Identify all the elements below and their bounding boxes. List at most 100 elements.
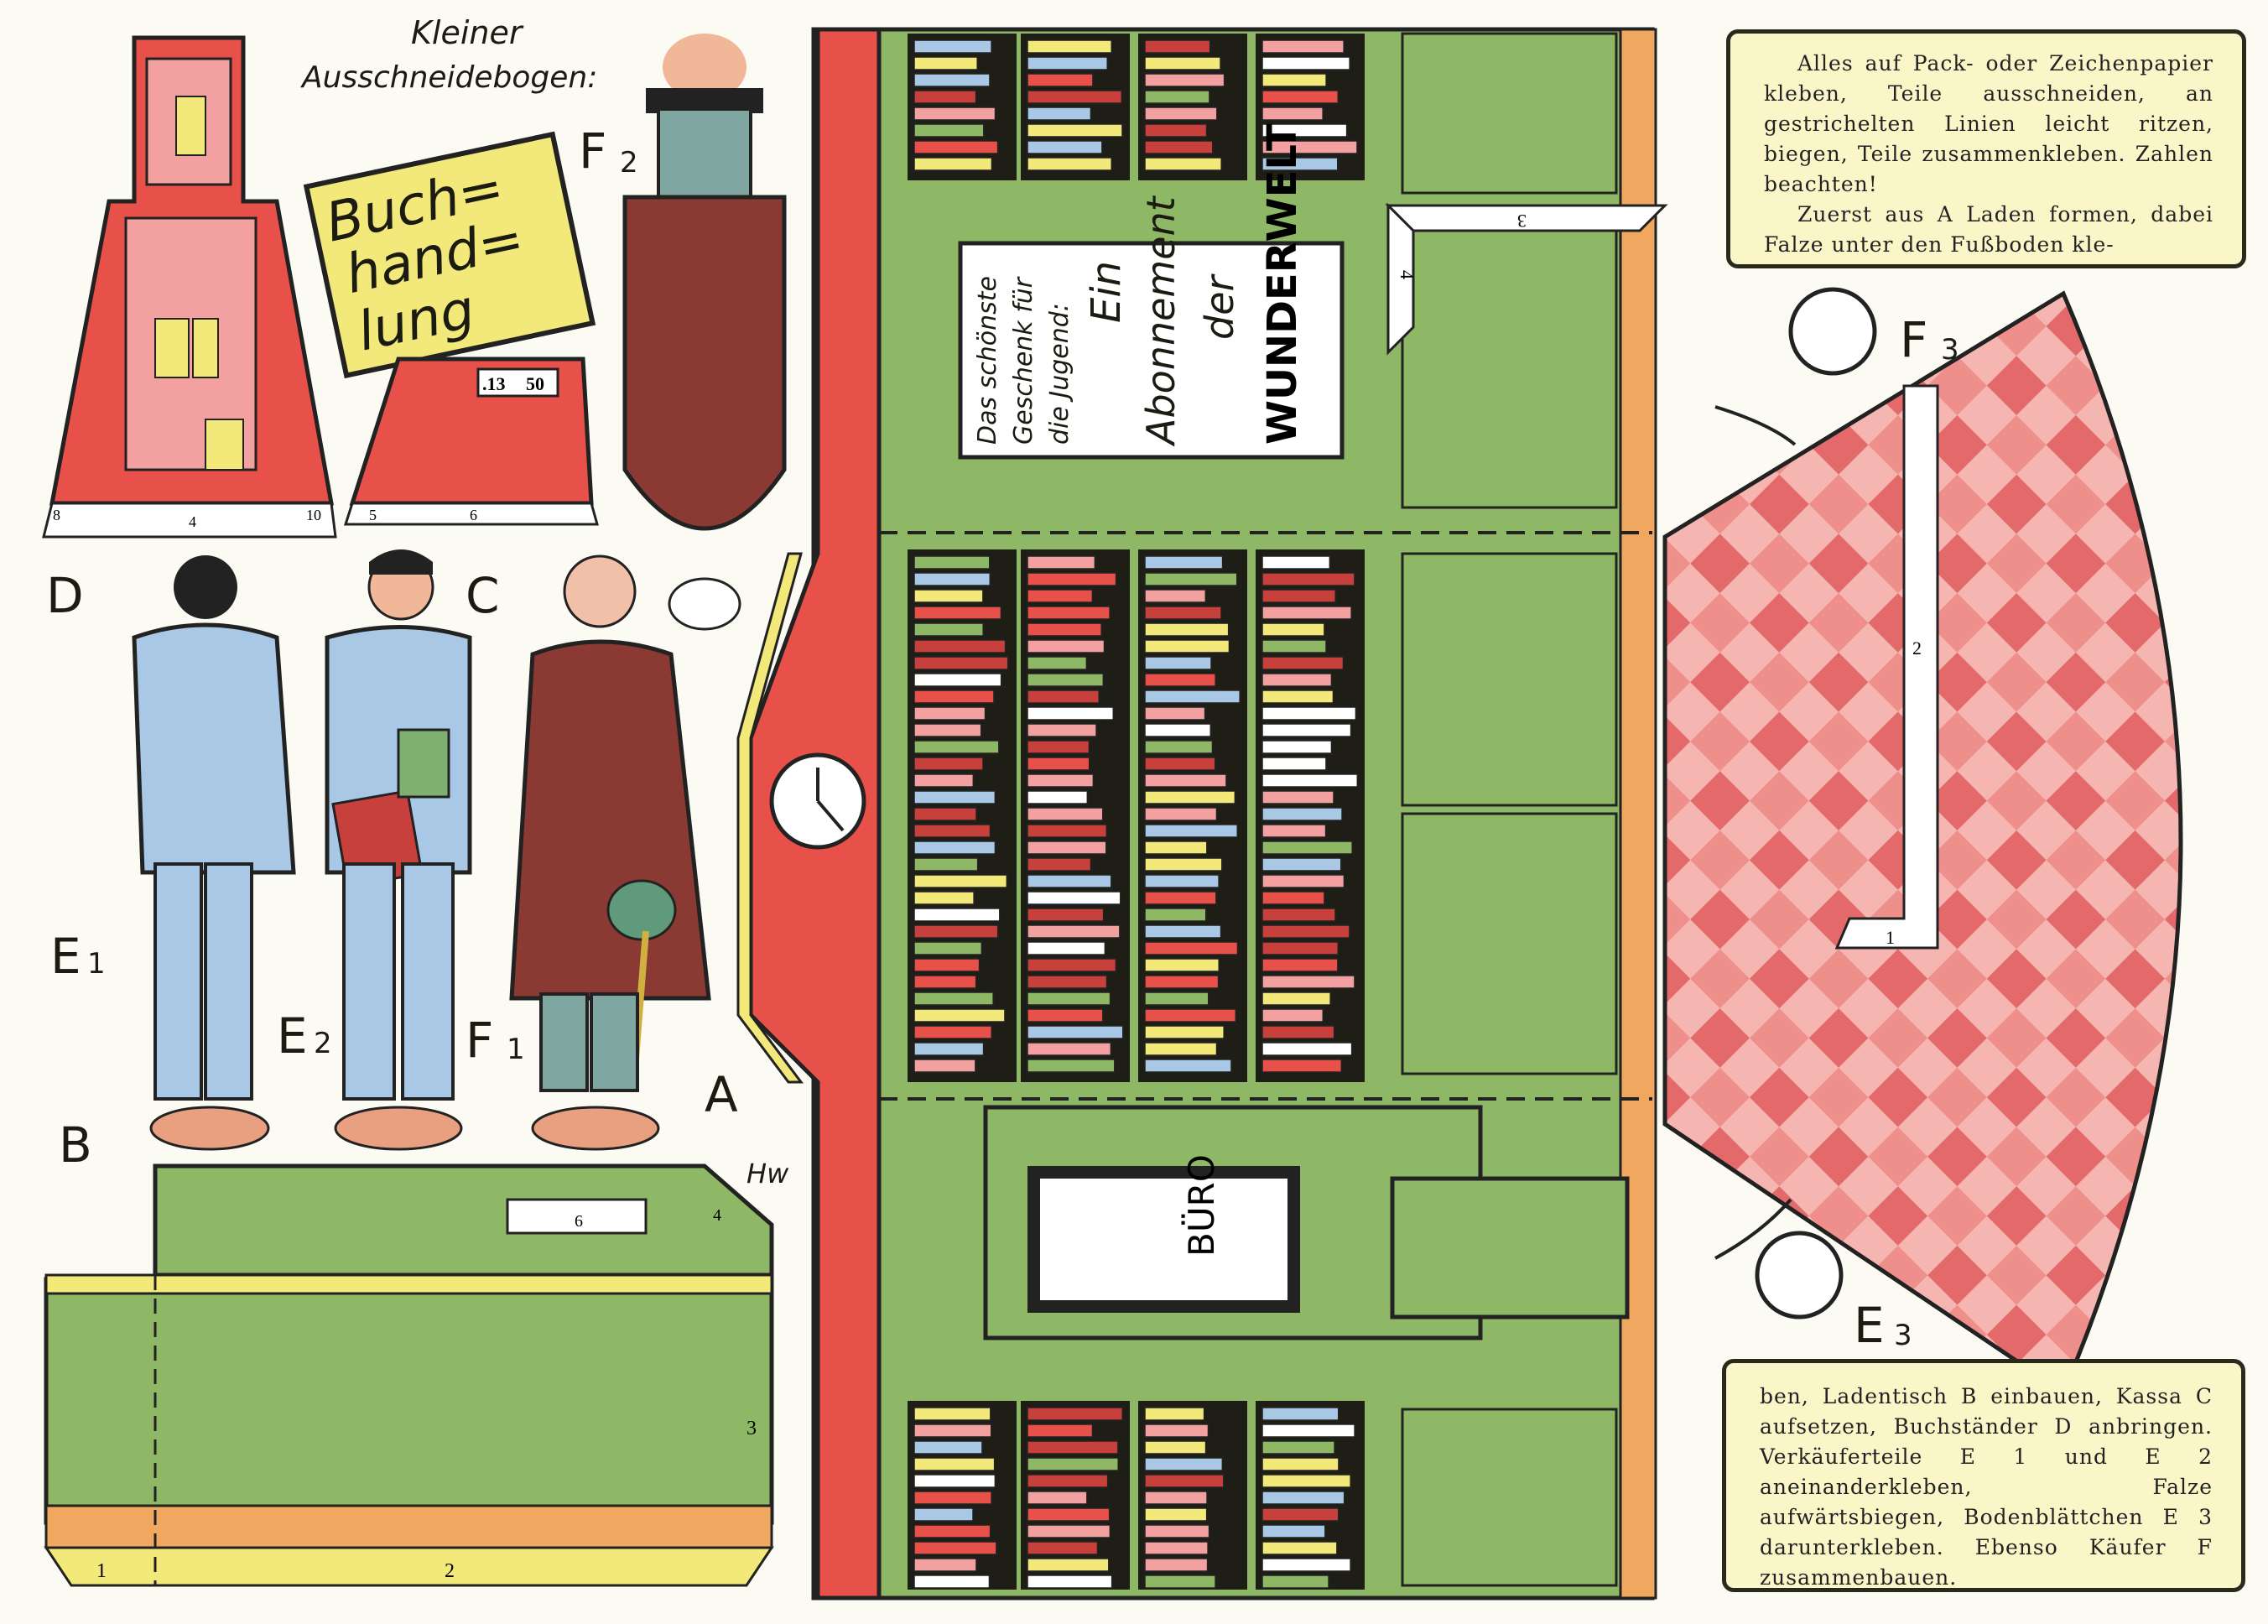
book xyxy=(913,572,991,586)
book xyxy=(913,73,991,87)
part-e3-base xyxy=(1755,1231,1844,1320)
book xyxy=(1261,807,1343,821)
book xyxy=(913,656,1009,670)
book xyxy=(1144,1059,1232,1073)
book xyxy=(1261,589,1336,603)
book xyxy=(1261,824,1327,838)
label-f1-sub: 1 xyxy=(507,1033,525,1066)
book xyxy=(1144,1541,1209,1555)
book xyxy=(1261,1575,1329,1589)
book xyxy=(1027,1059,1116,1073)
book xyxy=(1144,992,1209,1006)
book xyxy=(913,1059,976,1073)
book xyxy=(1261,107,1324,121)
book xyxy=(1261,908,1336,922)
book xyxy=(1261,140,1358,154)
book xyxy=(913,841,996,855)
book xyxy=(913,1474,996,1488)
fold-number: 4 xyxy=(189,513,196,530)
book xyxy=(1144,1507,1208,1522)
book xyxy=(1144,891,1217,905)
shop-sign: Buch= hand= lung xyxy=(303,131,596,379)
book xyxy=(913,123,985,138)
label-f3: F xyxy=(1900,311,1927,368)
book xyxy=(1261,1042,1353,1056)
book xyxy=(1144,1491,1208,1505)
register-price: .13 xyxy=(482,373,506,394)
book xyxy=(1027,1575,1113,1589)
book xyxy=(1027,891,1121,905)
book xyxy=(1261,1507,1339,1522)
book xyxy=(1027,1407,1123,1421)
wunderwelt-poster: Das schönste Geschenk für die Jugend: Ei… xyxy=(958,123,1345,460)
fold-number: 1 xyxy=(96,1560,107,1582)
book xyxy=(1144,140,1214,154)
book xyxy=(1144,958,1220,972)
label-e3: E xyxy=(1854,1297,1885,1354)
book xyxy=(1027,73,1094,87)
instructions-paragraph: Zuerst aus A Laden formen, dabei Falze u… xyxy=(1764,202,2213,257)
book xyxy=(913,924,999,939)
fold-number: 1 xyxy=(1886,927,1895,948)
book xyxy=(913,1042,985,1056)
book xyxy=(1144,807,1218,821)
book xyxy=(913,1440,983,1455)
book xyxy=(913,1008,1006,1023)
fold-number: 4 xyxy=(1397,270,1418,279)
part-a-shop: 3 4 Das schönste Geschenk für die Jugend… xyxy=(736,27,1668,1601)
book xyxy=(913,39,992,54)
part-c-cash-register: .13 50 5 6 xyxy=(343,357,599,526)
book xyxy=(1144,690,1241,704)
book xyxy=(1027,807,1104,821)
poster-line: Ein xyxy=(1083,261,1130,323)
book xyxy=(1027,107,1092,121)
book xyxy=(1144,606,1222,620)
book xyxy=(1261,1457,1339,1471)
book xyxy=(913,757,984,771)
part-d-bookstand: 8 4 10 xyxy=(42,35,337,539)
book xyxy=(1144,73,1225,87)
sheet-title: Kleiner Ausschneidebogen: xyxy=(300,14,597,95)
book xyxy=(1027,157,1112,171)
book xyxy=(1027,992,1111,1006)
book xyxy=(913,1457,996,1471)
book xyxy=(1027,1440,1119,1455)
book xyxy=(1261,1008,1324,1023)
book xyxy=(913,555,991,570)
book xyxy=(1261,1407,1339,1421)
label-e1-sub: 1 xyxy=(87,947,106,981)
book xyxy=(1144,639,1230,653)
book xyxy=(1027,589,1094,603)
book xyxy=(913,773,975,788)
fold-number: 5 xyxy=(369,507,377,523)
book xyxy=(1144,39,1211,54)
book xyxy=(913,589,984,603)
book xyxy=(1027,39,1112,54)
book xyxy=(913,992,994,1006)
part-f2-customer-top xyxy=(622,34,787,631)
book xyxy=(1144,1524,1210,1538)
book xyxy=(913,857,979,872)
book xyxy=(1261,1440,1335,1455)
book xyxy=(1144,572,1238,586)
book xyxy=(1027,1558,1110,1572)
book xyxy=(1144,1424,1209,1438)
book xyxy=(1144,656,1212,670)
fold-number: 6 xyxy=(470,507,477,523)
book xyxy=(1027,656,1088,670)
fold-number: 2 xyxy=(445,1560,455,1582)
book xyxy=(1144,1457,1224,1471)
book xyxy=(1027,706,1115,721)
book xyxy=(913,1507,974,1522)
book xyxy=(1261,622,1325,637)
book xyxy=(913,107,996,121)
book xyxy=(1027,773,1095,788)
book xyxy=(1144,1008,1237,1023)
book xyxy=(1027,1541,1099,1555)
book xyxy=(1027,673,1105,687)
book xyxy=(913,1407,991,1421)
book xyxy=(913,56,978,70)
book xyxy=(1261,73,1327,87)
book xyxy=(1261,841,1353,855)
